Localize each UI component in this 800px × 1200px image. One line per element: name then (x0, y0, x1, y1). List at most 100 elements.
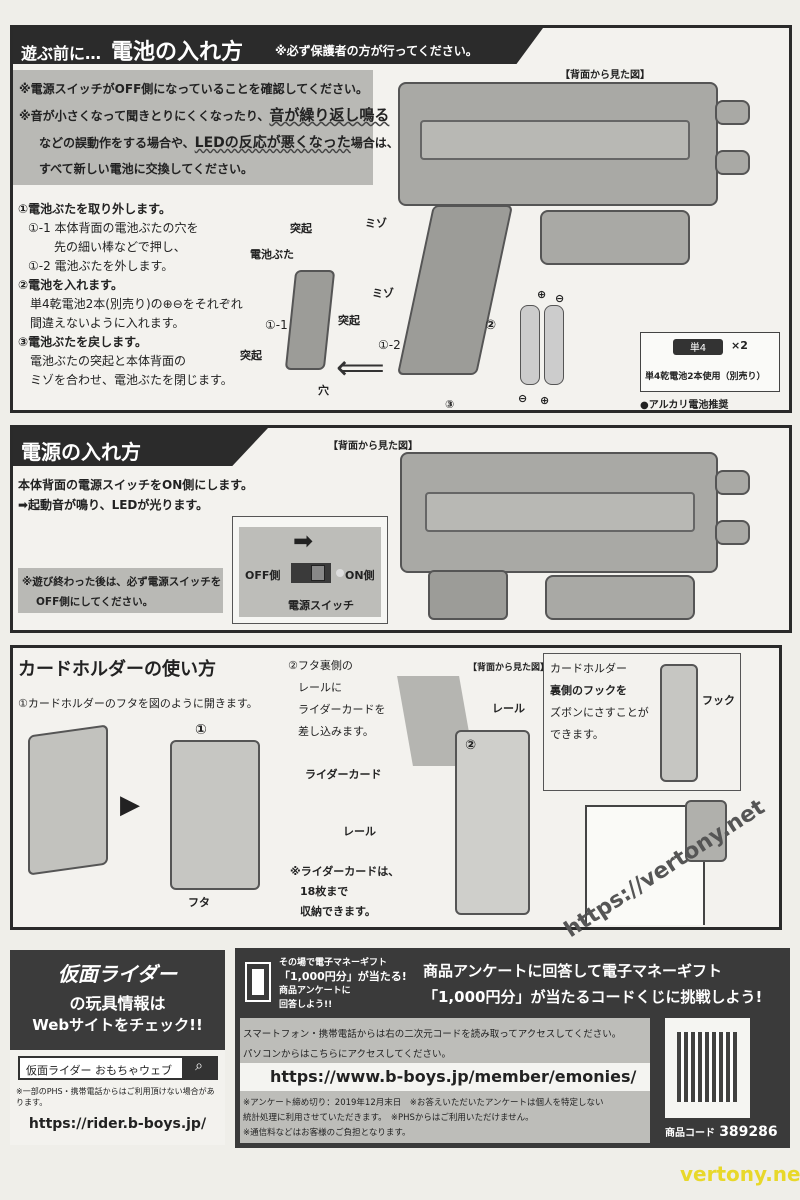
minus-icon: ⊖ (555, 292, 565, 305)
note-line: ※ライダーカードは、 (290, 865, 400, 878)
web-note: ※一部のPHS・携帯電話からはご利用頂けない場合があります。 (16, 1087, 215, 1107)
step: ①-2 電池ぶたを外します。 (28, 259, 174, 273)
notice-line: ※音が小さくなって聞きとりにくくなったり、 (19, 109, 270, 123)
survey-url[interactable]: https://www.b-boys.jp/member/emonies/ (270, 1067, 637, 1086)
hook-text: できます。 (550, 728, 604, 741)
gun-lower (545, 575, 695, 620)
gun-panel (425, 492, 695, 532)
label-step1-2: ①-2 (378, 338, 401, 352)
note-line: OFF側にしてください。 (36, 596, 154, 608)
hook-text: カードホルダー (550, 662, 627, 675)
notice-line: などの誤動作をする場合や、 (39, 136, 195, 150)
card-step2-text: ②フタ裏側の レールに ライダーカードを 差し込みます。 (288, 655, 386, 743)
battery-spec-box: 単4 ×2 単4乾電池2本使用（別売り） (640, 332, 780, 392)
card-holder-on-belt-illustration (685, 800, 727, 862)
step: 先の細い棒などで押し、 (54, 240, 186, 254)
section-title: カードホルダーの使い方 (18, 659, 216, 680)
battery-type-icon: 単4 (673, 339, 723, 355)
survey-line: スマートフォン・携帯電話からは右の二次元コードを読み取ってアクセスしてください。 (243, 1029, 622, 1040)
gift-text: その場で電子マネーギフト (279, 958, 388, 968)
led-icon (336, 569, 344, 577)
product-code-label: 商品コード (665, 1128, 715, 1139)
label-futa: フタ (188, 896, 210, 909)
survey-note: 統計処理に利用させていただきます。 ※PHSからはご利用いただけません。 (243, 1113, 534, 1123)
step-number: ② (465, 738, 477, 753)
step: ③電池ぶたを戻します。 (18, 335, 147, 349)
card-step1: ①カードホルダーのフタを図のように開きます。 (18, 697, 258, 710)
gun-barrel (715, 470, 750, 495)
survey-box: その場で電子マネーギフト 「1,000円分」が当たる! 商品アンケートに 回答し… (235, 948, 790, 1148)
qr-code[interactable] (665, 1018, 750, 1118)
hook-inset: カードホルダー 裏側のフックを ズボンにさすことが できます。 フック (543, 653, 741, 791)
product-code: 389286 (719, 1124, 778, 1140)
power-switch[interactable] (291, 563, 331, 583)
notice-box: ※電源スイッチがOFF側になっていることを確認してください。 ※音が小さくなって… (13, 70, 399, 185)
notice-emph: LEDの反応が悪くなった (194, 135, 351, 151)
hook-text: ズボンにさすことが (550, 706, 649, 719)
notice-line: すべて新しい電池に交換してください。 (39, 162, 253, 176)
watermark-corner: vertony.net (680, 1162, 800, 1186)
gun-barrel (715, 150, 750, 175)
label-cover: 電池ぶた (250, 248, 294, 261)
view-label: 【背面から見た図】 (328, 441, 418, 452)
view-label: 【背面から見た図】 (560, 70, 650, 81)
survey-note: ※通信料などはお客様のご負担となります。 (243, 1128, 411, 1138)
battery-desc: 単4乾電池2本使用（別売り） (645, 372, 766, 382)
label-tokki: 突起 (338, 314, 360, 327)
search-input[interactable]: 仮面ライダー おもちゃウェブ (26, 1064, 173, 1077)
label-tokki: 突起 (290, 222, 312, 235)
gift-text: 「1,000円分」が当たる! (279, 970, 407, 983)
step-line: 差し込みます。 (298, 725, 374, 738)
note-line: 18枚まで (300, 885, 349, 898)
card-capacity-note: ※ライダーカードは、 18枚まで 収納できます。 (290, 862, 399, 922)
web-line: の玩具情報は (69, 994, 166, 1013)
note-line: ※遊び終わった後は、必ず電源スイッチを (22, 576, 222, 588)
card-holder-closed-illustration (28, 724, 108, 876)
gun-lower (540, 210, 690, 265)
notice-line: ※電源スイッチがOFF側になっていることを確認してください。 (19, 82, 368, 96)
section-title: 電源の入れ方 (21, 440, 141, 464)
label-hook: フック (702, 694, 735, 707)
plus-icon: ⊕ (537, 288, 547, 301)
label-hole: 穴 (318, 384, 329, 397)
hook-illustration (660, 664, 698, 782)
arrow-right-icon: ➡ (293, 527, 314, 555)
search-box[interactable]: 仮面ライダー おもちゃウェブ ⌕ (18, 1056, 218, 1080)
play-arrow-icon: ▶ (120, 790, 140, 820)
step: 間違えないように入れます。 (30, 316, 185, 330)
notice-line: 場合は、 (350, 136, 399, 150)
web-title: 仮面ライダー (57, 962, 178, 986)
power-off-note: ※遊び終わった後は、必ず電源スイッチを OFF側にしてください。 (18, 568, 223, 613)
battery-count: ×2 (731, 339, 748, 352)
label-step2: ② (485, 318, 497, 333)
step: ①電池ぶたを取り外します。 (18, 202, 171, 216)
survey-headline: 商品アンケートに回答して電子マネーギフト (423, 962, 722, 980)
step-number: ① (195, 722, 207, 738)
label-step3: ③ (445, 398, 455, 411)
label-mizo: ミゾ (372, 287, 394, 300)
web-url[interactable]: https://rider.b-boys.jp/ (28, 1116, 207, 1132)
step-line: ライダーカードを (298, 703, 386, 716)
step: 単4乾電池2本(別売り)の⊕⊖をそれぞれ (30, 297, 243, 311)
label-rider-card: ライダーカード (305, 768, 382, 781)
web-info-box: 仮面ライダー の玩具情報は Webサイトをチェック!! 仮面ライダー おもちゃウ… (10, 950, 225, 1145)
search-icon[interactable]: ⌕ (182, 1058, 216, 1078)
label-step1-1: ①-1 (265, 318, 288, 332)
batteries-illustration (520, 305, 570, 387)
card-holder-back-illustration (455, 730, 530, 915)
gift-text: 商品アンケートに (279, 986, 351, 996)
survey-headline: 「1,000円分」が当たるコードくじに挑戦しよう! (423, 988, 763, 1006)
notice-emph: 音が繰り返し鳴る (269, 106, 390, 124)
gift-icon (245, 962, 271, 1002)
step: ミゾを合わせ、電池ぶたを閉じます。 (30, 373, 233, 387)
view-label: 【背面から見た図】 (468, 663, 550, 673)
step: ①-1 本体背面の電池ぶたの穴を (28, 221, 199, 235)
switch-inset: ➡ OFF側 ON側 電源スイッチ (232, 516, 388, 624)
hook-text: 裏側のフックを (550, 684, 627, 697)
off-label: OFF側 (245, 569, 281, 582)
gun-panel (420, 120, 690, 160)
power-instruction: 本体背面の電源スイッチをON側にします。 (18, 478, 254, 492)
note-line: 収納できます。 (300, 905, 376, 918)
step: 電池ぶたの突起と本体背面の (30, 354, 187, 368)
survey-line: パソコンからはこちらにアクセスしてください。 (243, 1049, 451, 1060)
